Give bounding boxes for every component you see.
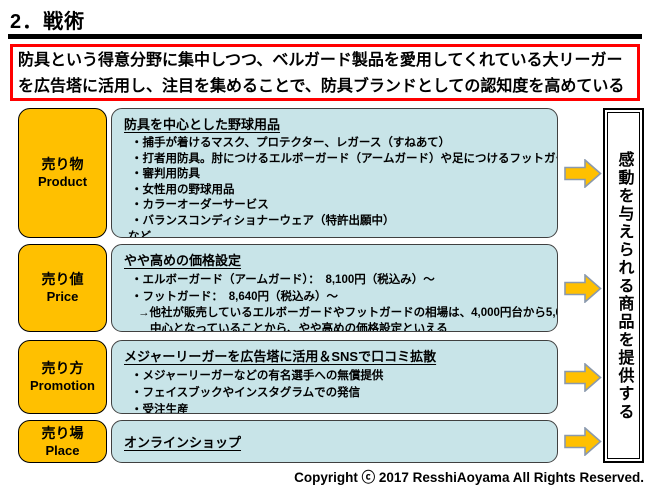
price-note-line-1: →他社が販売しているエルボーガードやフットガードの相場は、4,000円台から5,… <box>138 307 557 319</box>
goal-box: 感動を与えられる商品を提供する <box>603 108 644 463</box>
flow-arrow-icon <box>564 363 602 392</box>
goal-box-inner-frame: 感動を与えられる商品を提供する <box>607 112 640 459</box>
price-content-box: やや高めの価格設定 ・エルボーガード（アームガード）： 8,100円（税込み）～… <box>111 244 558 332</box>
product-item: ・女性用の野球用品 <box>131 183 235 196</box>
price-item: ・エルボーガード（アームガード）： 8,100円（税込み）～ <box>131 274 435 286</box>
goal-text: 感動を与えられる商品を提供する <box>615 150 633 421</box>
flow-arrow-icon <box>564 274 602 303</box>
promotion-item: ・メジャーリーガーなどの有名選手への無償提供 <box>131 370 384 382</box>
promotion-content-title: メジャーリーガーを広告塔に活用＆SNSで口コミ拡散 <box>124 349 437 364</box>
flow-arrow-icon <box>564 159 602 188</box>
flow-arrow-icon <box>564 427 602 456</box>
price-item: ・フットガード： 8,640円（税込み）～ <box>131 291 339 303</box>
headline-line-2: を広告塔に活用し、注目を集めることで、防具ブランドとしての認知度を高めている <box>18 78 625 95</box>
title-underline-divider <box>8 34 642 39</box>
price-label-en: Price <box>46 289 79 304</box>
headline-line-1: 防具という得意分野に集中しつつ、ベルガード製品を愛用してくれている大リーガー <box>18 52 623 69</box>
page-title: 2．戦術 <box>10 11 86 33</box>
product-label-ja: 売り物 <box>41 156 84 172</box>
product-label-box: 売り物 Product <box>18 108 107 238</box>
promotion-label-box: 売り方 Promotion <box>18 340 107 414</box>
promotion-item: ・受注生産 <box>131 404 189 414</box>
product-item: ・捕手が着けるマスク、プロテクター、レガース（すねあて） <box>131 137 451 149</box>
place-label-ja: 売り場 <box>41 424 84 441</box>
place-label-en: Place <box>45 442 80 458</box>
product-item: ・打者用防具。肘につけるエルボーガード（アームガード）や足につけるフットガード <box>131 152 558 165</box>
product-content-box: 防具を中心とした野球用品 ・捕手が着けるマスク、プロテクター、レガース（すねあて… <box>111 108 558 238</box>
place-label-box: 売り場 Place <box>18 420 107 463</box>
price-label-box: 売り値 Price <box>18 244 107 332</box>
price-content-title: やや高めの価格設定 <box>124 253 242 268</box>
product-content-title: 防具を中心とした野球用品 <box>124 117 281 132</box>
place-content-title: オンラインショップ <box>124 435 242 450</box>
product-item: ・バランスコンディショナーウェア（特許出願中） <box>131 214 395 227</box>
price-label-ja: 売り値 <box>41 271 84 287</box>
place-content-box: オンラインショップ <box>111 420 558 463</box>
promotion-label-en: Promotion <box>30 378 95 393</box>
promotion-label-ja: 売り方 <box>41 360 84 376</box>
product-label-en: Product <box>37 174 88 189</box>
product-item: ・カラーオーダーサービス <box>131 199 269 211</box>
copyright-text: Copyright ⓒ 2017 ResshiAoyama All Rights… <box>294 470 644 485</box>
headline-box: 防具という得意分野に集中しつつ、ベルガード製品を愛用してくれている大リーガー を… <box>10 44 640 101</box>
product-item: ・審判用防具 <box>131 168 200 180</box>
promotion-item: ・フェイスブックやインスタグラムでの発信 <box>131 387 361 399</box>
promotion-content-box: メジャーリーガーを広告塔に活用＆SNSで口コミ拡散 ・メジャーリーガーなどの有名… <box>111 340 558 414</box>
price-note-line-2: 中心となっていることから、やや高めの価格設定といえる <box>150 322 448 332</box>
product-item-etc: など <box>128 231 151 238</box>
